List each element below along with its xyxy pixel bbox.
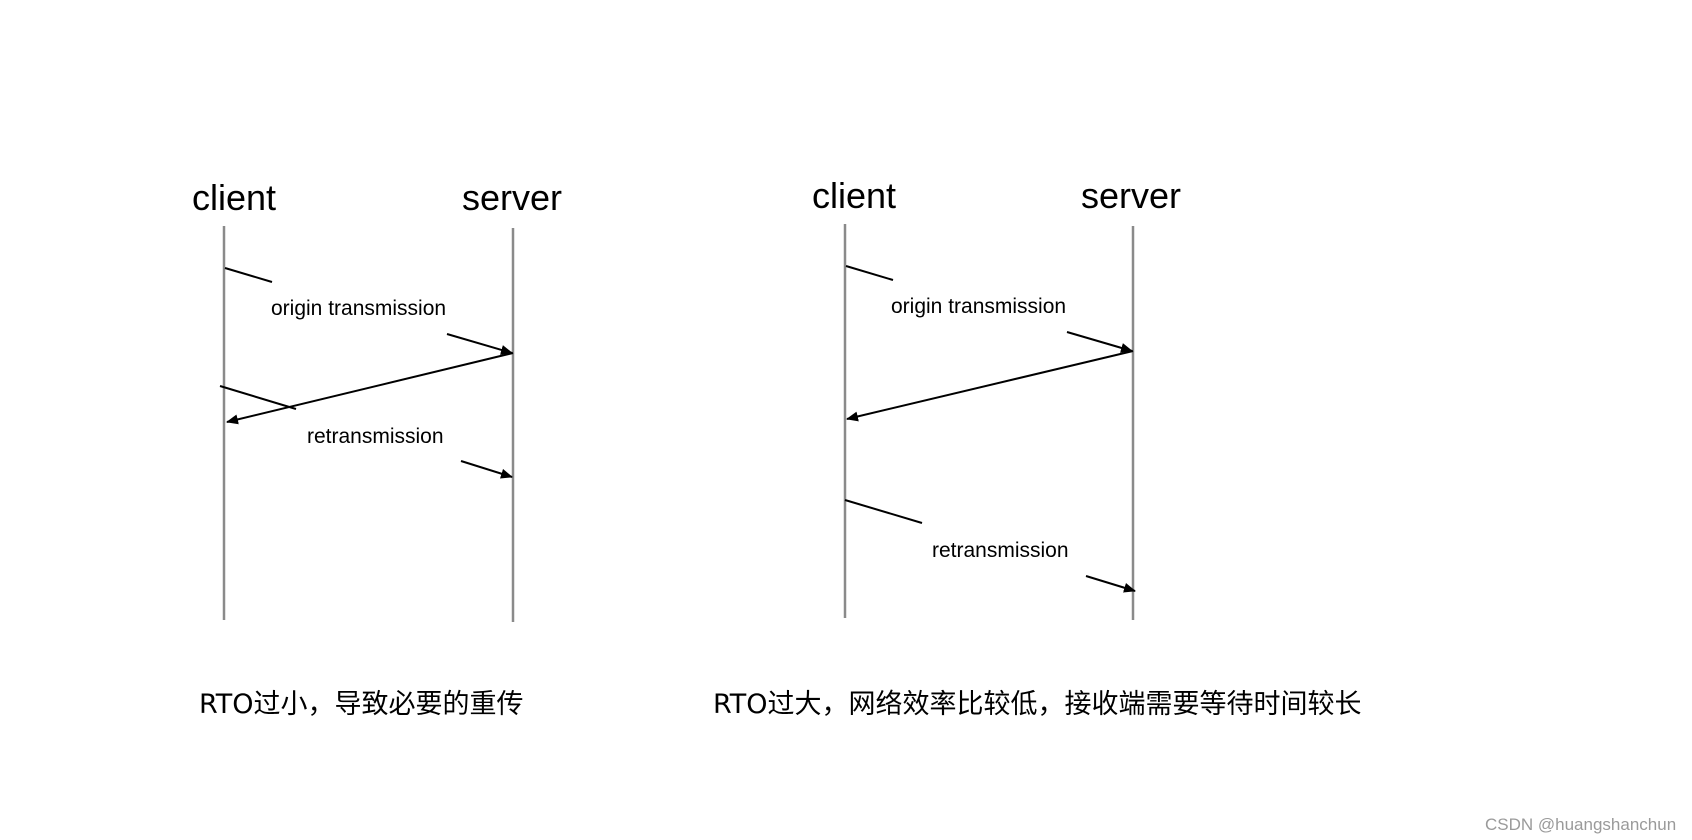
caption-rto-too-large: RTO过大，网络效率比较低，接收端需要等待时间较长	[713, 689, 1362, 720]
origin-transmission-arrow-end	[446, 333, 513, 355]
origin-transmission-label: origin transmission	[271, 297, 446, 320]
retransmission-arrow-end	[1085, 575, 1136, 593]
retransmission-label: retransmission	[307, 425, 444, 448]
watermark: CSDN @huangshanchun	[1485, 815, 1676, 834]
ack-arrow	[846, 350, 1134, 422]
server-label: server	[1081, 175, 1181, 216]
diagram-rto-too-large: client server origin transmission retran…	[713, 175, 1362, 720]
ack-arrow	[226, 352, 514, 425]
retransmission-arrow-end	[460, 460, 513, 479]
diagram-rto-too-small: client server origin transmission retran…	[192, 177, 562, 720]
origin-transmission-arrow-start	[845, 265, 894, 281]
retransmission-arrow-start	[844, 499, 923, 524]
retransmission-arrow-start	[219, 385, 297, 410]
client-label: client	[812, 175, 896, 216]
origin-transmission-arrow-end	[1066, 331, 1133, 353]
origin-transmission-arrow-start	[224, 267, 273, 283]
origin-transmission-label: origin transmission	[891, 295, 1066, 318]
server-label: server	[462, 177, 562, 218]
client-label: client	[192, 177, 276, 218]
caption-rto-too-small: RTO过小，导致必要的重传	[199, 689, 524, 720]
retransmission-label: retransmission	[932, 539, 1069, 562]
